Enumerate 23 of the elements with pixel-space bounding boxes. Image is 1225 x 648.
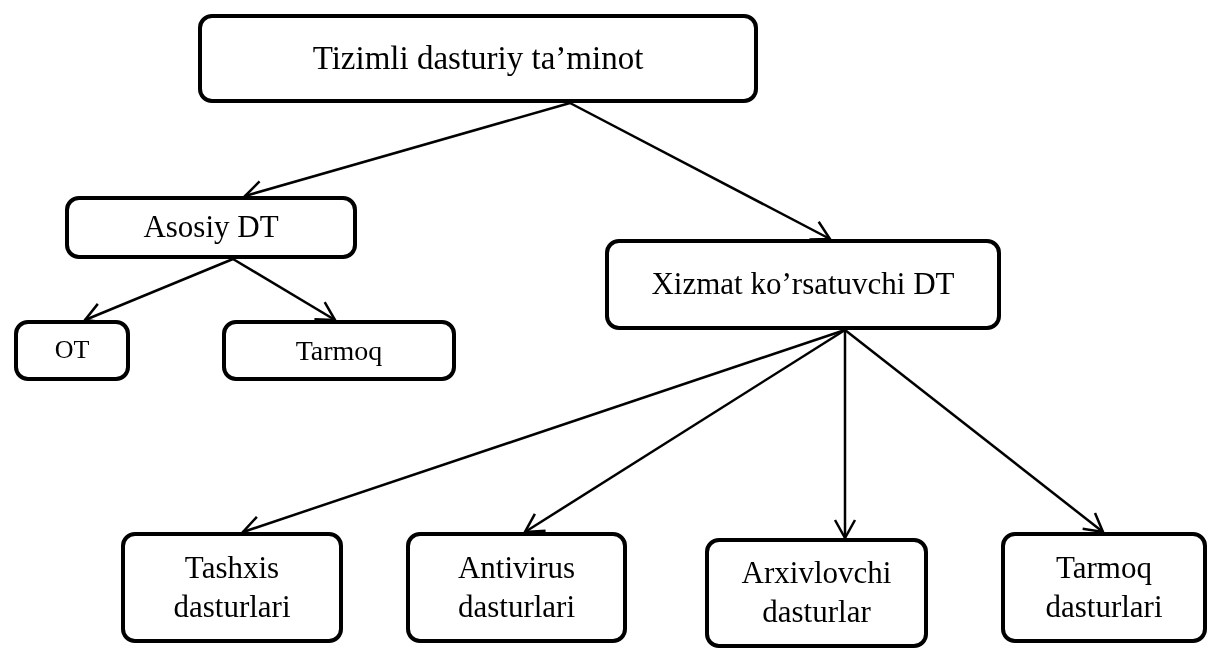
- rounded-box: [406, 532, 627, 643]
- rounded-box: [705, 538, 928, 648]
- box-label: Tashxis dasturlari: [172, 548, 292, 626]
- box-label: Tarmoq: [295, 334, 383, 368]
- arrow: [232, 257, 337, 322]
- arrow: [569, 101, 832, 241]
- arrow: [523, 328, 846, 534]
- box-label: OT: [54, 334, 90, 367]
- box-label: Tarmoq dasturlari: [1044, 548, 1164, 626]
- rounded-box: [605, 239, 1001, 330]
- box-label: Xizmat ko’rsatuvchi DT: [651, 265, 955, 304]
- box-label: Tizimli dasturiy ta’minot: [312, 38, 644, 78]
- rounded-box: [198, 14, 758, 103]
- arrow: [833, 330, 857, 540]
- rounded-box: [222, 320, 456, 381]
- box-label: Antivirus dasturlari: [456, 548, 577, 626]
- rounded-box: [1001, 532, 1207, 643]
- arrow: [844, 329, 1105, 534]
- rounded-box: [121, 532, 343, 643]
- box-label: Arxivlovchi dasturlar: [740, 554, 893, 631]
- rounded-box: [14, 320, 130, 381]
- rounded-box: [65, 196, 357, 259]
- box-label: Asosiy DT: [143, 208, 279, 247]
